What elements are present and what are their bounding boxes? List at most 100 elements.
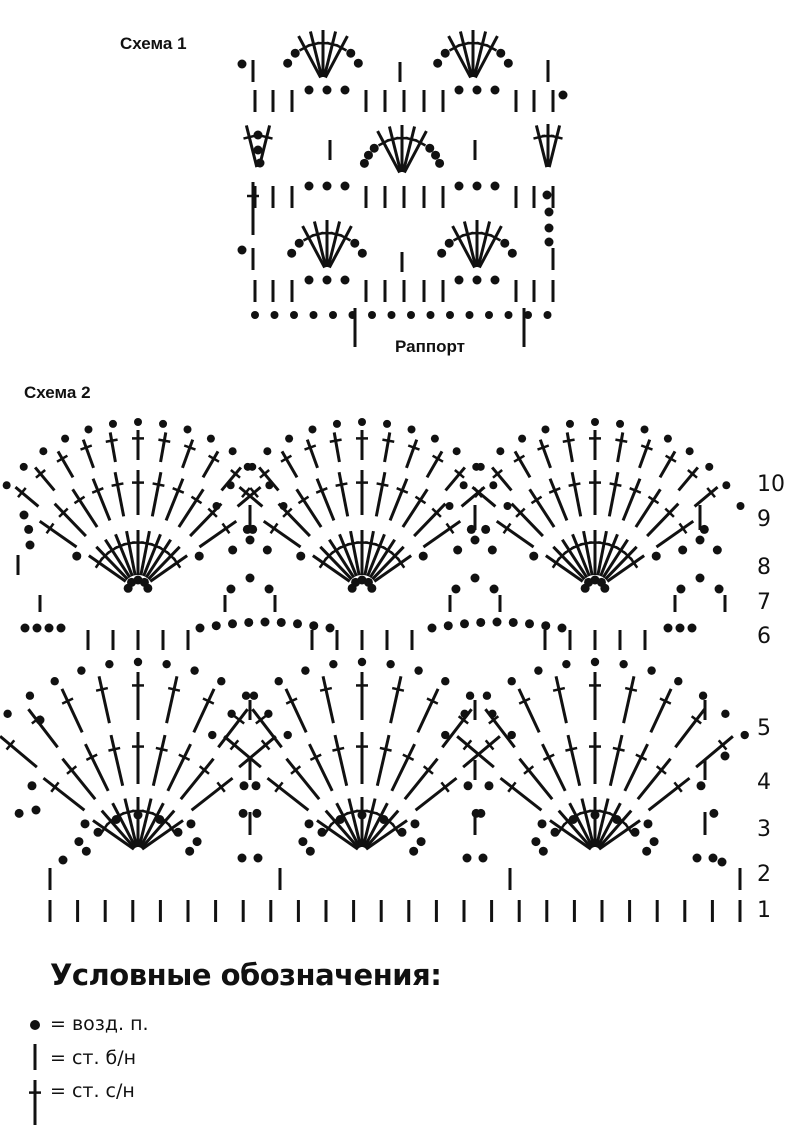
double-crochet bbox=[474, 35, 499, 79]
double-crochet bbox=[335, 471, 350, 517]
chain-stitch bbox=[470, 573, 480, 583]
chain-stitch bbox=[190, 666, 199, 675]
chain-stitch bbox=[346, 48, 356, 58]
double-crochet bbox=[356, 732, 368, 784]
chain-stitch bbox=[211, 621, 221, 631]
chain-stitch bbox=[287, 248, 297, 258]
chain-stitch bbox=[31, 805, 41, 815]
chain-stitch bbox=[322, 275, 332, 285]
chain-stitch bbox=[195, 623, 205, 633]
chain-stitch bbox=[454, 275, 464, 285]
chain-stitch bbox=[557, 623, 567, 633]
chain-stitch bbox=[518, 434, 527, 443]
double-crochet bbox=[373, 554, 413, 583]
row-number-1: 1 bbox=[757, 898, 771, 923]
double-crochet bbox=[621, 478, 642, 522]
chain-stitch bbox=[245, 535, 255, 545]
chain-stitch bbox=[243, 462, 252, 471]
chain-stitch bbox=[444, 238, 454, 248]
chain-stitch bbox=[305, 846, 315, 856]
chain-stitch bbox=[675, 623, 685, 633]
chain-stitch bbox=[61, 434, 70, 443]
chain-stitch bbox=[720, 751, 730, 761]
chain-stitch bbox=[283, 730, 292, 740]
chain-stitch bbox=[496, 48, 506, 58]
chain-stitch bbox=[308, 425, 317, 434]
legend-title: Условные обозначения: bbox=[50, 958, 442, 992]
chain-stitch bbox=[206, 434, 215, 443]
legend-chain-text: = возд. п. bbox=[50, 1013, 149, 1035]
chain-stitch bbox=[77, 666, 86, 675]
chain-stitch bbox=[698, 691, 708, 700]
chain-stitch bbox=[478, 853, 488, 863]
chain-stitch bbox=[663, 623, 673, 633]
chain-stitch bbox=[357, 248, 367, 258]
double-crochet bbox=[328, 225, 353, 269]
chain-stitch bbox=[544, 207, 554, 217]
chain-stitch bbox=[44, 623, 54, 633]
chain-stitch bbox=[441, 730, 450, 740]
double-crochet bbox=[513, 450, 532, 479]
double-crochet bbox=[361, 798, 378, 848]
double-crochet bbox=[262, 519, 302, 549]
chain-stitch bbox=[507, 677, 516, 686]
double-crochet bbox=[425, 450, 444, 479]
double-crochet bbox=[329, 432, 342, 463]
chain-stitch bbox=[503, 502, 512, 510]
chain-stitch bbox=[696, 781, 706, 791]
chain-stitch bbox=[616, 419, 625, 428]
chain-stitch bbox=[322, 181, 332, 191]
chain-stitch bbox=[368, 311, 376, 319]
double-crochet bbox=[56, 450, 75, 479]
double-crochet bbox=[356, 672, 368, 720]
double-crochet bbox=[95, 675, 111, 724]
chain-stitch bbox=[409, 846, 419, 856]
chain-stitch bbox=[500, 238, 510, 248]
double-crochet bbox=[315, 478, 336, 522]
chain-stitch bbox=[274, 677, 283, 686]
chain-stitch bbox=[427, 623, 437, 633]
double-crochet bbox=[132, 732, 144, 784]
double-crochet bbox=[401, 488, 429, 528]
chain-stitch bbox=[426, 311, 435, 319]
double-crochet bbox=[284, 688, 308, 734]
row-number-10: 10 bbox=[757, 472, 785, 497]
chain-stitch bbox=[454, 85, 464, 95]
double-crochet bbox=[589, 470, 601, 515]
chain-stitch bbox=[485, 311, 493, 319]
double-crochet bbox=[658, 450, 677, 479]
double-crochet bbox=[416, 688, 440, 734]
scheme2-title: Схема 2 bbox=[24, 383, 91, 402]
chain-stitch bbox=[496, 447, 505, 456]
chain-stitch bbox=[687, 623, 697, 633]
chain-stitch bbox=[490, 85, 500, 95]
chain-stitch bbox=[695, 573, 705, 583]
chain-stitch bbox=[425, 143, 435, 153]
double-crochet bbox=[389, 675, 405, 724]
row-number-3: 3 bbox=[757, 817, 771, 842]
chain-stitch bbox=[678, 545, 688, 555]
double-crochet bbox=[295, 488, 323, 528]
chain-stitch bbox=[525, 619, 534, 629]
double-crochet bbox=[238, 486, 264, 508]
chain-stitch bbox=[591, 418, 599, 426]
double-crochet bbox=[137, 798, 154, 848]
chain-stitch bbox=[237, 853, 247, 863]
chain-stitch bbox=[649, 837, 659, 847]
chain-stitch bbox=[369, 143, 379, 153]
double-crochet bbox=[589, 732, 601, 784]
chain-stitch bbox=[714, 584, 724, 594]
chain-stitch bbox=[534, 666, 543, 675]
chain-stitch bbox=[293, 619, 302, 629]
chain-stitch bbox=[244, 617, 254, 627]
double-crochet bbox=[217, 708, 249, 749]
chain-stitch bbox=[264, 584, 274, 594]
chain-stitch bbox=[329, 311, 337, 319]
chain-stitch bbox=[251, 781, 261, 791]
chain-stitch bbox=[476, 462, 485, 471]
chain-stitch bbox=[446, 311, 454, 319]
chain-stitch bbox=[93, 827, 103, 837]
chain-stitch bbox=[431, 150, 441, 160]
chain-stitch bbox=[538, 846, 548, 856]
chain-stitch bbox=[358, 418, 366, 426]
